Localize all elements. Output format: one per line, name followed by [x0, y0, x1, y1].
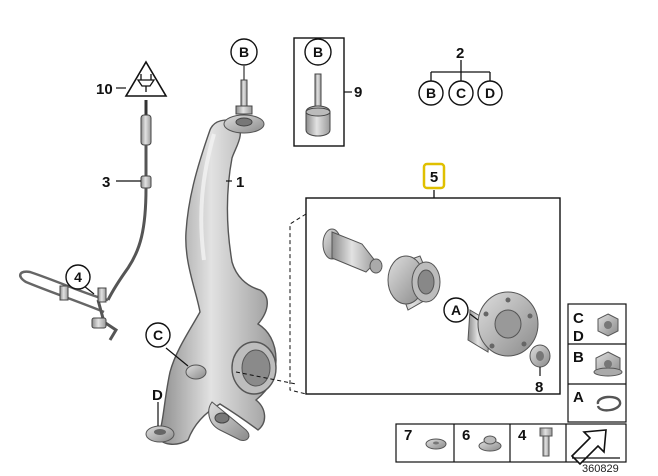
legend-letter-d: D	[573, 328, 584, 345]
callout-4-sensor[interactable]: 4	[65, 264, 91, 290]
svg-text:4: 4	[74, 269, 82, 285]
legend-number-4: 4	[518, 427, 527, 444]
steering-knuckle	[145, 114, 277, 445]
legend-number-6: 6	[462, 427, 470, 444]
item-9-box	[293, 37, 352, 147]
svg-text:5: 5	[430, 169, 438, 186]
ball-joint-bolt	[235, 66, 253, 115]
callout-5-highlight[interactable]: 5	[422, 162, 446, 190]
callout-b-top[interactable]: B	[230, 38, 258, 66]
callout-d-knuckle[interactable]: D	[152, 387, 163, 404]
callout-b-tree[interactable]: B	[418, 80, 444, 106]
leader-lines	[83, 87, 479, 426]
callout-1[interactable]: 1	[236, 174, 244, 191]
callout-a-hub[interactable]: A	[443, 297, 469, 323]
callout-c-knuckle[interactable]: C	[145, 322, 171, 348]
callout-3[interactable]: 3	[102, 174, 110, 191]
drive-flange	[322, 228, 383, 274]
svg-text:C: C	[456, 85, 466, 101]
fastener-legend-bottom	[395, 423, 627, 466]
callout-d-tree[interactable]: D	[477, 80, 503, 106]
callout-2[interactable]: 2	[456, 45, 464, 62]
wiring-warning-icon	[124, 60, 168, 97]
legend-letter-b: B	[573, 349, 584, 366]
legend-letter-a: A	[573, 389, 584, 406]
svg-text:C: C	[153, 327, 163, 343]
legend-letter-c: C	[573, 310, 584, 327]
legend-number-7: 7	[404, 427, 412, 444]
wheel-bearing	[387, 255, 441, 311]
callout-tree-2	[430, 60, 491, 82]
svg-text:B: B	[313, 44, 323, 60]
wheel-hub	[467, 291, 539, 357]
callout-10[interactable]: 10	[96, 81, 113, 98]
collar-nut	[529, 344, 551, 376]
svg-text:D: D	[485, 85, 495, 101]
svg-text:A: A	[451, 302, 461, 318]
svg-text:B: B	[426, 85, 436, 101]
fastener-legend-right	[567, 303, 627, 423]
image-number: 360829	[582, 463, 619, 475]
callout-9[interactable]: 9	[354, 84, 362, 101]
wheel-speed-sensor	[18, 100, 152, 341]
svg-text:B: B	[239, 44, 249, 60]
callout-c-tree[interactable]: C	[448, 80, 474, 106]
callout-b-box[interactable]: B	[304, 38, 332, 66]
callout-8[interactable]: 8	[535, 379, 543, 396]
direction-arrow-icon	[570, 429, 607, 466]
wheel-bearing-kit-box	[235, 190, 561, 395]
